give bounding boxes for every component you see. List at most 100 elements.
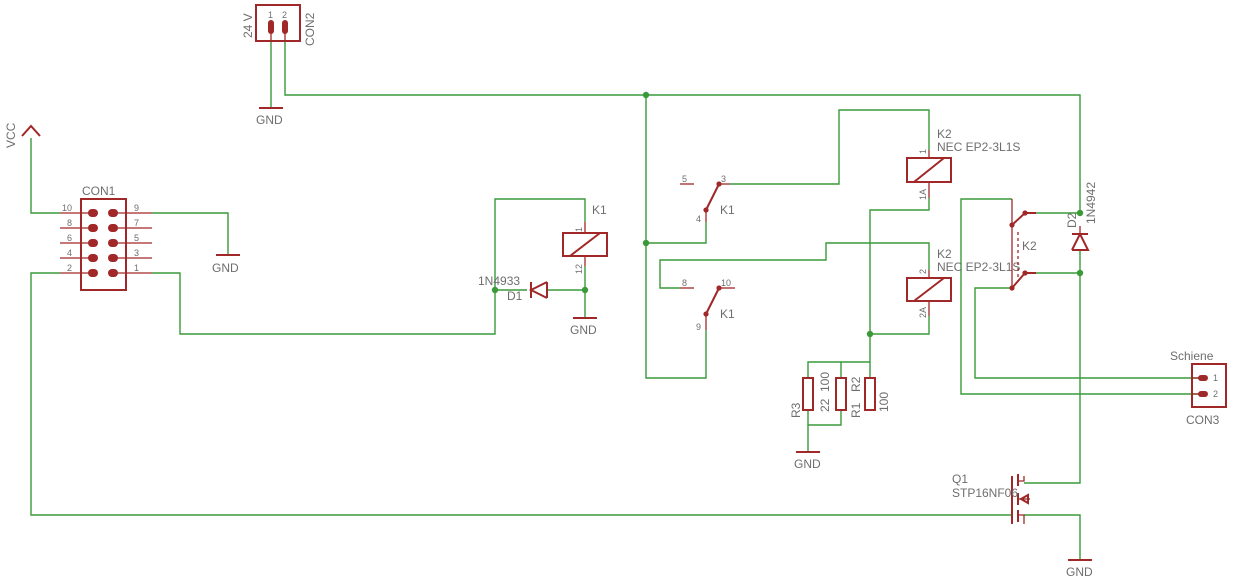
junction-d1-left <box>491 286 499 294</box>
relay-k2-coil-top: K2 NEC EP2-3L1S 1 1A <box>906 127 1020 200</box>
k1-coil-pin-top: 1 <box>574 227 584 232</box>
k1b-pin-10: 10 <box>721 278 731 288</box>
r1-value: 100 <box>818 372 832 392</box>
con3-title: Schiene <box>1170 349 1214 363</box>
diode-d2: D2 1N4942 <box>1065 182 1098 251</box>
wire-d2-q1 <box>1024 250 1081 484</box>
junction-d2-bottom <box>1076 269 1084 277</box>
junction-rail <box>642 91 650 99</box>
con1-pin-4: 4 <box>67 248 72 258</box>
gnd-con2-label: GND <box>256 113 283 127</box>
con2-name: CON2 <box>303 12 317 46</box>
con1-pin-3: 3 <box>134 248 139 258</box>
r1-name: R1 <box>849 402 863 418</box>
gnd-symbol-con2: GND <box>256 107 283 127</box>
k1a-pin-5: 5 <box>682 174 687 184</box>
relay-k1-switch-b: 8 10 9 K1 <box>680 278 735 332</box>
wire-k1-common <box>645 95 707 379</box>
wire-res-top <box>807 361 842 378</box>
r3-value: 22 <box>818 398 832 412</box>
con1-pin-1: 1 <box>134 263 139 273</box>
con3-pin1: 1 <box>1213 373 1218 383</box>
con3-name: CON3 <box>1186 413 1220 427</box>
wire-k2sw-4 <box>974 287 1200 379</box>
r3-name: R3 <box>789 402 803 418</box>
k1-coil-pin-bottom: 12 <box>574 264 584 274</box>
k2-top-name: K2 <box>937 127 952 141</box>
gnd-con1-label: GND <box>212 261 239 275</box>
wire-q1-gnd <box>1024 514 1081 560</box>
k2-bot-name: K2 <box>937 247 952 261</box>
con2-value: 24 V <box>241 13 255 38</box>
con1-pin-10: 10 <box>62 203 72 213</box>
k2-top-value: NEC EP2-3L1S <box>937 140 1020 154</box>
wire-k1b-k2bot <box>659 242 930 289</box>
relay-k2-coil-bottom: K2 NEC EP2-3L1S 2 2A <box>906 247 1020 318</box>
wire-con1-gnd <box>152 212 229 255</box>
wires <box>30 40 1200 560</box>
q1-value: STP16NF06 <box>952 486 1018 500</box>
wire-vcc <box>30 138 60 214</box>
gnd-d1-label: GND <box>570 323 597 337</box>
gnd-r-label: GND <box>794 457 821 471</box>
diode-d1: 1N4933 D1 <box>478 274 548 303</box>
wire-d1-right <box>547 289 586 318</box>
k2-bot-pin1: 2 <box>918 269 928 274</box>
con1-pin-2: 2 <box>67 263 72 273</box>
resistor-r3: R3 22 <box>789 377 832 418</box>
k1a-pin-3: 3 <box>721 174 726 184</box>
con2-pin2: 2 <box>282 10 287 20</box>
d1-value: 1N4933 <box>478 274 520 288</box>
gnd-symbol-r: GND <box>794 451 821 471</box>
con1-pin-8: 8 <box>67 218 72 228</box>
k1b-pin-8: 8 <box>682 278 687 288</box>
wire-con1-k1 <box>152 198 586 335</box>
junction-res <box>866 330 874 338</box>
con3-pin2: 2 <box>1213 389 1218 399</box>
con1-name: CON1 <box>82 184 116 198</box>
con1-pin-7: 7 <box>134 218 139 228</box>
wire-res-bottom <box>807 410 842 426</box>
resistor-r1: 100 R1 <box>818 372 863 418</box>
wire-k1a-common <box>646 222 707 244</box>
relay-k1-coil: K1 1 12 <box>562 203 608 274</box>
k1a-pin-4: 4 <box>696 214 701 224</box>
gnd-symbol-q1: GND <box>1066 559 1093 579</box>
con2-pin1: 1 <box>268 10 273 20</box>
relay-k2-switch: K2 <box>1009 199 1037 291</box>
vcc-label: VCC <box>4 122 18 148</box>
k2-top-pin2: 1A <box>918 189 928 200</box>
k2-bot-value: NEC EP2-3L1S <box>937 260 1020 274</box>
wire-k2bot-res <box>870 316 930 335</box>
junction-k1-common <box>642 239 650 247</box>
mosfet-q1: Q1 STP16NF06 <box>952 472 1030 524</box>
r2-value: 100 <box>877 392 891 412</box>
connector-con1: CON1 10 8 6 4 2 9 7 5 3 1 <box>60 184 152 291</box>
gnd-q1-label: GND <box>1066 565 1093 579</box>
k1-coil-name: K1 <box>592 203 607 217</box>
resistor-r2: R2 100 <box>849 376 891 412</box>
d1-name: D1 <box>507 289 523 303</box>
k2-bot-pin2: 2A <box>918 307 928 318</box>
wire-k1a-k2top <box>730 109 930 185</box>
k2-sw-name: K2 <box>1022 239 1037 253</box>
k2-top-pin1: 1 <box>918 149 928 154</box>
gnd-symbol-d1: GND <box>570 317 597 337</box>
wire-k2top-res <box>869 198 930 378</box>
wire-con1-gate <box>30 272 1012 516</box>
relay-k1-switch-a: 5 3 4 K1 <box>680 174 735 224</box>
q1-name: Q1 <box>952 472 968 486</box>
gnd-symbol-con1: GND <box>212 254 240 275</box>
connector-con3: Schiene 1 2 CON3 <box>1170 349 1227 427</box>
junction-d2-top <box>1076 209 1084 217</box>
wire-24v-rail <box>284 40 1081 210</box>
r2-name: R2 <box>849 376 863 392</box>
d2-name: D2 <box>1065 212 1079 228</box>
k1a-name: K1 <box>720 203 735 217</box>
con1-pin-6: 6 <box>67 233 72 243</box>
junction-d1-right <box>581 286 589 294</box>
connector-con2: 1 2 CON2 24 V <box>241 4 317 46</box>
k1b-name: K1 <box>720 307 735 321</box>
con1-pin-9: 9 <box>134 203 139 213</box>
